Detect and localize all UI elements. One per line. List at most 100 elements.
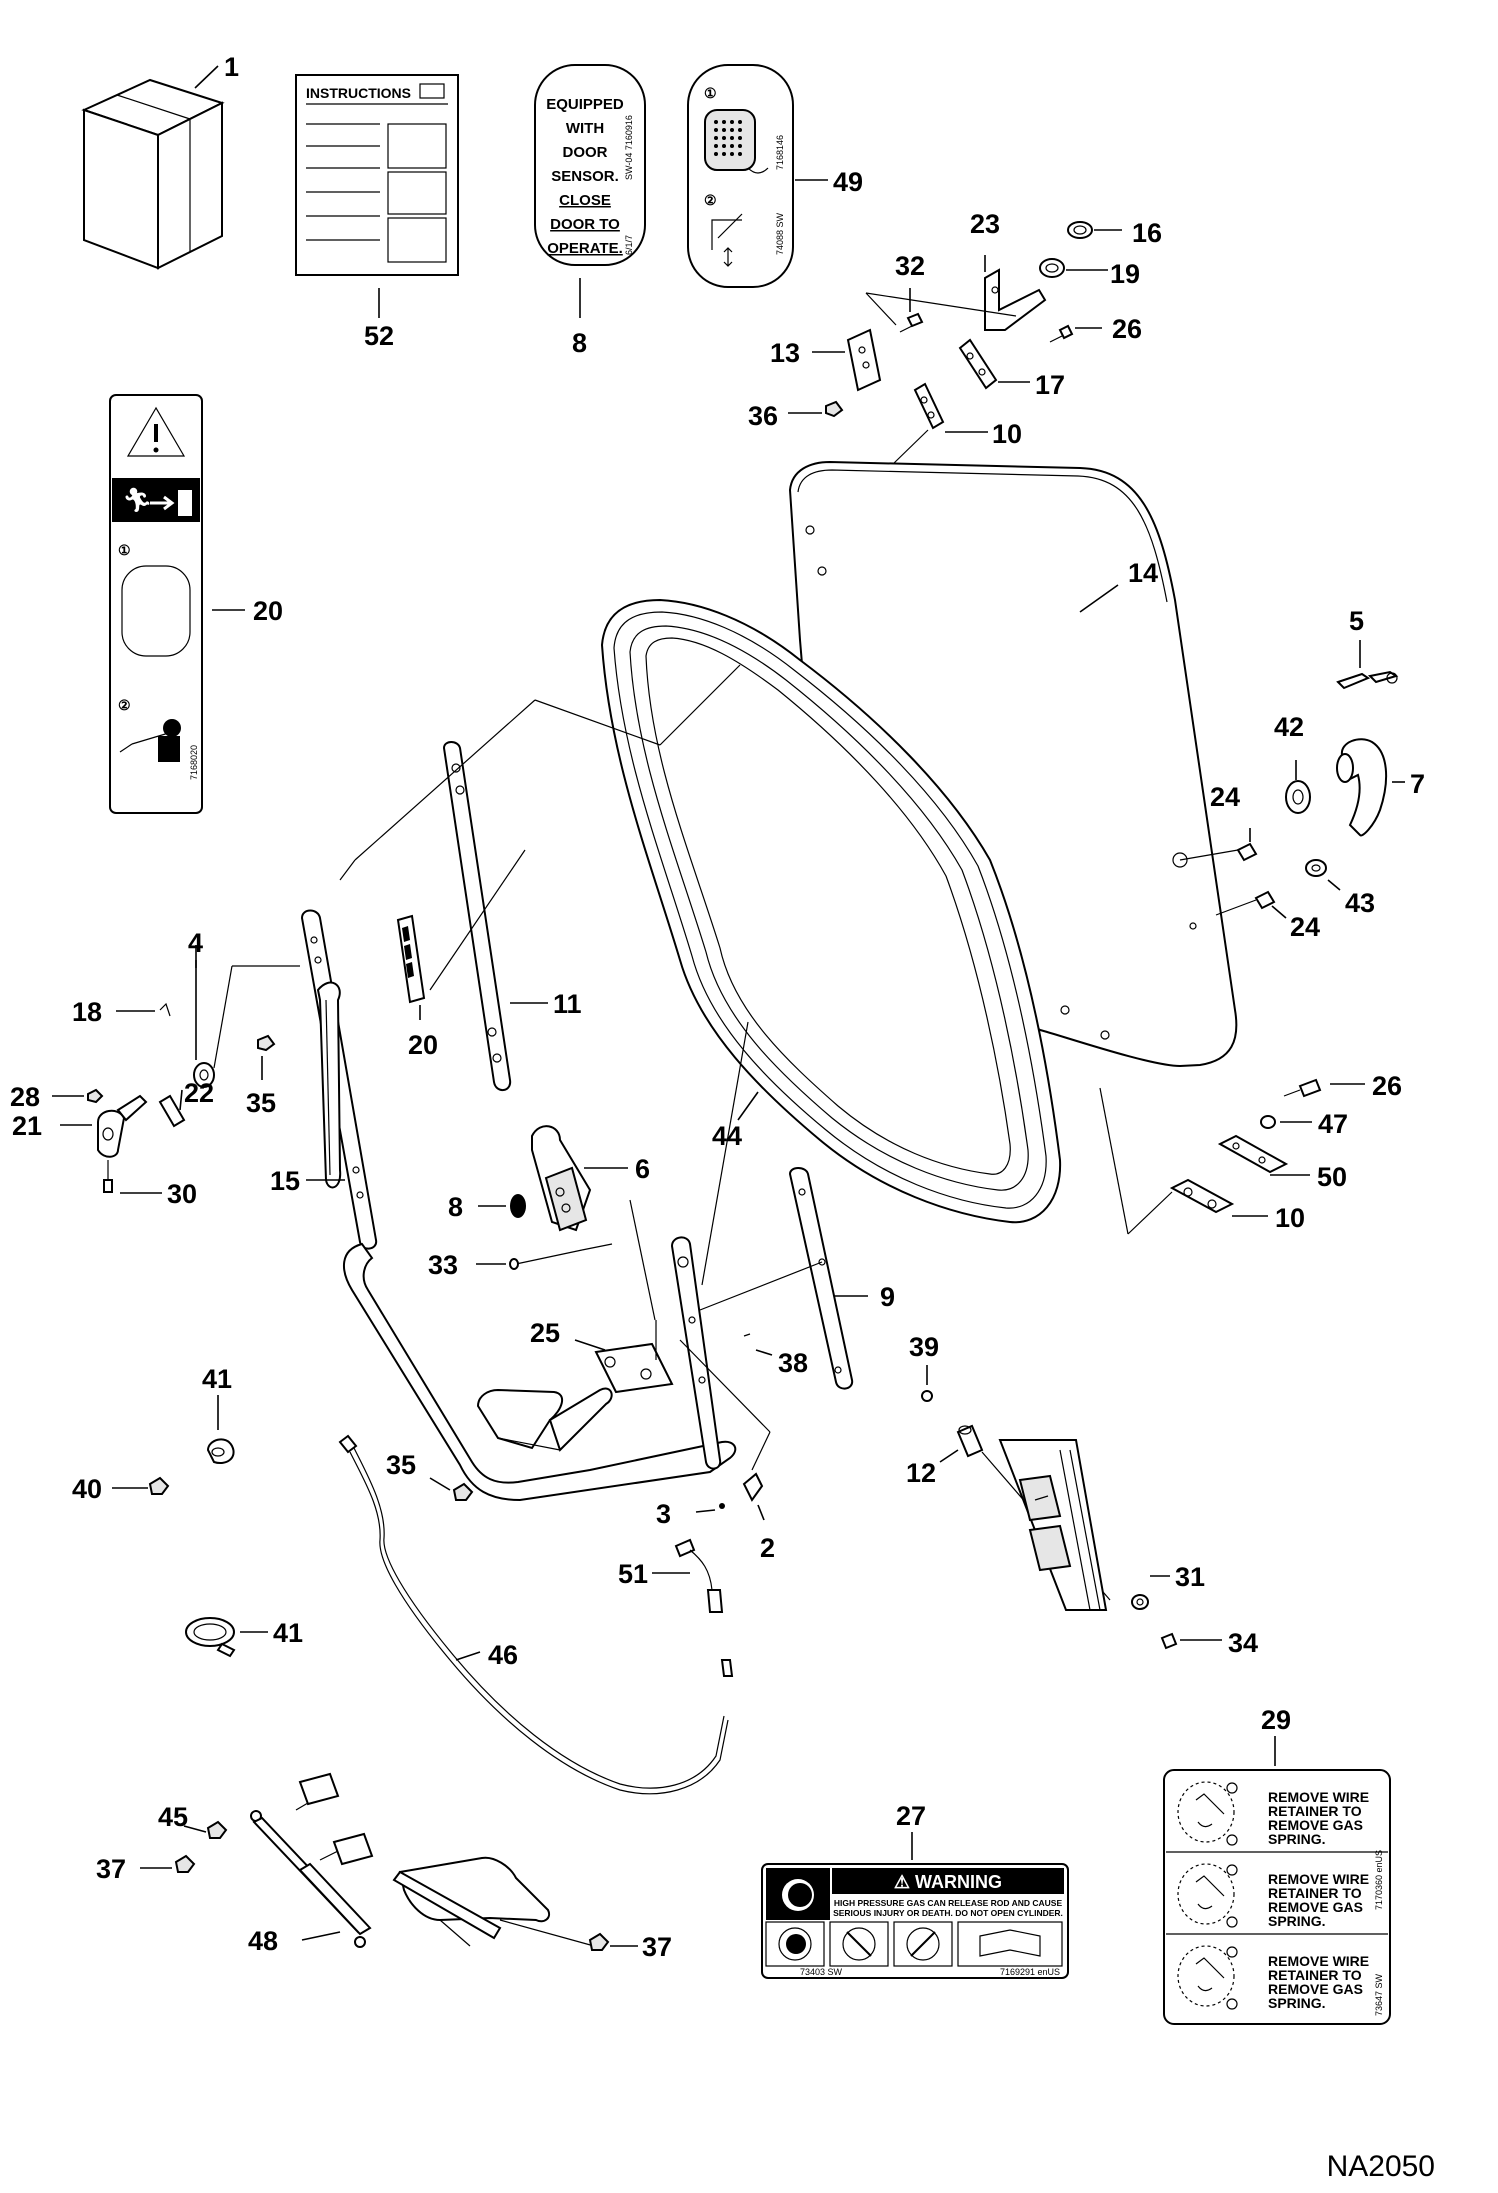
door-sensor-line-5: CLOSE — [559, 192, 611, 209]
hinge-cluster-top — [788, 221, 1122, 466]
callout-39: 39 — [909, 1332, 939, 1362]
callout-1: 1 — [224, 52, 239, 82]
callout-8-small: 8 — [448, 1192, 463, 1222]
callout-25: 25 — [530, 1318, 560, 1348]
callout-43: 43 — [1345, 888, 1375, 918]
callout-29: 29 — [1261, 1705, 1291, 1735]
callout-27: 27 — [896, 1801, 926, 1831]
callout-14: 14 — [1128, 558, 1158, 588]
callout-10-lower: 10 — [1275, 1203, 1305, 1233]
door-sensor-small: 6/1/7 — [624, 235, 634, 255]
gas-row1-line1: REMOVE WIRE — [1268, 1789, 1369, 1805]
left-pin-group — [52, 945, 300, 1194]
warning-decal-27: ⚠ WARNING HIGH PRESSURE GAS CAN RELEASE … — [761, 1832, 1069, 1979]
decal-20-small — [396, 914, 426, 1020]
latch-6 — [531, 1125, 628, 1232]
decal-49-part-bottom: 74088 SW — [775, 212, 785, 255]
callout-24-lower: 24 — [1290, 912, 1320, 942]
callout-3: 3 — [656, 1499, 671, 1529]
bracket-25 — [476, 1236, 771, 1471]
gas-row2-line3: REMOVE GAS — [1268, 1899, 1363, 1915]
door-sensor-line-2: WITH — [566, 120, 604, 137]
nut-40 — [112, 1476, 170, 1495]
callout-45: 45 — [158, 1802, 188, 1832]
callout-16: 16 — [1132, 218, 1162, 248]
callout-26-lower: 26 — [1372, 1071, 1402, 1101]
door-sensor-decal-8: EQUIPPED WITH DOOR SENSOR. CLOSE DOOR TO… — [534, 64, 646, 318]
gas-row3-line2: RETAINER TO — [1268, 1967, 1362, 1983]
latch-handle-cluster — [1179, 738, 1405, 919]
strap-9 — [699, 1021, 868, 1390]
lower-bracket-plate — [392, 1856, 638, 1951]
callout-21: 21 — [12, 1111, 42, 1141]
callout-10-top: 10 — [992, 419, 1022, 449]
clamp-41-upper — [206, 1395, 235, 1464]
nut-35-lower — [429, 1477, 474, 1501]
gas-row3-line1: REMOVE WIRE — [1268, 1953, 1369, 1969]
callout-4: 4 — [188, 928, 203, 958]
decal-49-step-2: ② — [704, 192, 717, 208]
instructions-title: INSTRUCTIONS — [306, 85, 411, 101]
bolt-33 — [476, 1199, 656, 1321]
warning-heading: ⚠ WARNING — [894, 1872, 1002, 1892]
warning-line-1: HIGH PRESSURE GAS CAN RELEASE ROD AND CA… — [834, 1898, 1063, 1908]
gas-row1-line3: REMOVE GAS — [1268, 1817, 1363, 1833]
sensor-8-small — [478, 1194, 526, 1218]
gas-spring-48 — [140, 1772, 374, 1948]
door-sensor-line-1: EQUIPPED — [546, 96, 624, 113]
callout-42: 42 — [1274, 712, 1304, 742]
callout-23: 23 — [970, 209, 1000, 239]
callout-38: 38 — [778, 1348, 808, 1378]
callout-12: 12 — [906, 1458, 936, 1488]
door-sensor-line-6: DOOR TO — [550, 216, 620, 233]
strap-11 — [442, 741, 548, 1091]
nut-35-upper — [257, 1034, 276, 1080]
gas-row2-line4: SPRING. — [1268, 1913, 1326, 1929]
parts-3-2 — [695, 1472, 765, 1521]
callout-44: 44 — [712, 1121, 742, 1151]
callout-7: 7 — [1410, 769, 1425, 799]
warning-code-right: 7169291 enUS — [1000, 1967, 1060, 1977]
callout-26-top: 26 — [1112, 314, 1142, 344]
callout-19: 19 — [1110, 259, 1140, 289]
hinge-cluster-lower — [1099, 1078, 1365, 1235]
striker-bracket — [998, 1439, 1108, 1611]
screw-38 — [743, 1333, 773, 1356]
decal-20-tall: 🏃︎ ① ② 7168020 — [109, 394, 245, 814]
gas-row3-line3: REMOVE GAS — [1268, 1981, 1363, 1997]
cable-46 — [338, 1434, 734, 1795]
callout-36: 36 — [748, 401, 778, 431]
gas-code-top: 7170360 enUS — [1374, 1850, 1384, 1910]
gas-row1-line4: SPRING. — [1268, 1831, 1326, 1847]
sensor-wire-51 — [652, 1538, 724, 1613]
gas-row3-line4: SPRING. — [1268, 1995, 1326, 2011]
callout-20-tall: 20 — [253, 596, 283, 626]
callout-18: 18 — [72, 997, 102, 1027]
decal-20-step-2: ② — [118, 697, 131, 713]
washer-31-screw-34 — [1131, 1575, 1222, 1650]
callout-35-upper: 35 — [246, 1088, 276, 1118]
callout-8-top: 8 — [572, 328, 587, 358]
decal-20-step-1: ① — [118, 542, 131, 558]
callout-49: 49 — [833, 167, 863, 197]
gas-spring-decal-29: REMOVE WIRE RETAINER TO REMOVE GAS SPRIN… — [1163, 1736, 1391, 2025]
callout-48: 48 — [248, 1926, 278, 1956]
diagram-id: NA2050 — [1327, 2150, 1435, 2183]
callout-32: 32 — [895, 251, 925, 281]
callout-2: 2 — [760, 1533, 775, 1563]
callout-34: 34 — [1228, 1628, 1258, 1658]
callout-37-left: 37 — [96, 1854, 126, 1884]
warning-line-2: SERIOUS INJURY OR DEATH. DO NOT OPEN CYL… — [833, 1908, 1063, 1918]
keys-5 — [1336, 640, 1399, 690]
decal-49-part-top: 7168146 — [775, 135, 785, 170]
callout-11: 11 — [553, 989, 582, 1019]
callout-24-upper: 24 — [1210, 782, 1240, 812]
callout-37-right: 37 — [642, 1932, 672, 1962]
callout-13: 13 — [770, 338, 800, 368]
callout-51: 51 — [618, 1559, 648, 1589]
gas-row1-line2: RETAINER TO — [1268, 1803, 1362, 1819]
callout-47: 47 — [1318, 1109, 1348, 1139]
callout-15: 15 — [270, 1166, 300, 1196]
ring-39 — [921, 1365, 933, 1402]
